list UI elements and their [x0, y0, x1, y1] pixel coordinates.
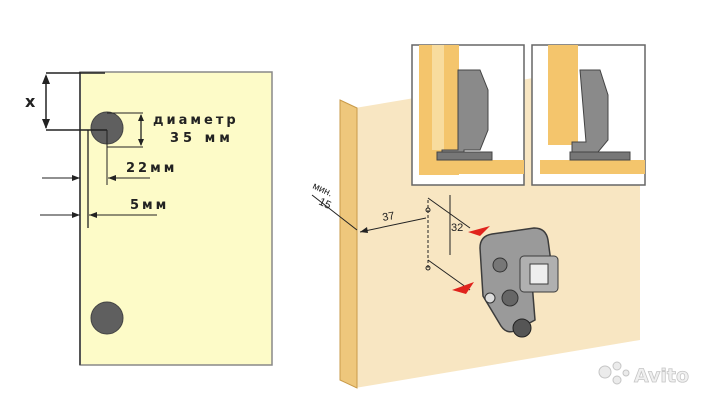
red-arrow-top	[468, 226, 490, 236]
offset-5-label: 5мм	[130, 198, 169, 213]
diameter-value: 35 мм	[170, 131, 234, 146]
cabinet-wall-edge	[339, 99, 358, 389]
distance-37-label: 37	[381, 210, 395, 224]
watermark-text: Avito	[634, 365, 689, 387]
x-dimension-label: x	[25, 92, 36, 111]
red-arrow-bottom	[452, 282, 474, 294]
min-value: 15	[317, 196, 333, 212]
hinge-mounting-plate	[479, 227, 559, 338]
avito-watermark: Avito	[598, 361, 689, 387]
inset-hinge-closed	[411, 44, 525, 186]
distance-32-label: 32	[451, 222, 463, 234]
hinge-hole-bottom	[90, 301, 124, 335]
offset-22-label: 22мм	[126, 161, 177, 176]
diameter-label: диаметр	[153, 113, 239, 128]
inset-hinge-open	[531, 44, 646, 186]
mounting-plate-drawing: мин. 15 37 32	[311, 44, 646, 389]
panel-drawing: x диаметр 35 мм 22мм 5мм	[25, 71, 273, 366]
